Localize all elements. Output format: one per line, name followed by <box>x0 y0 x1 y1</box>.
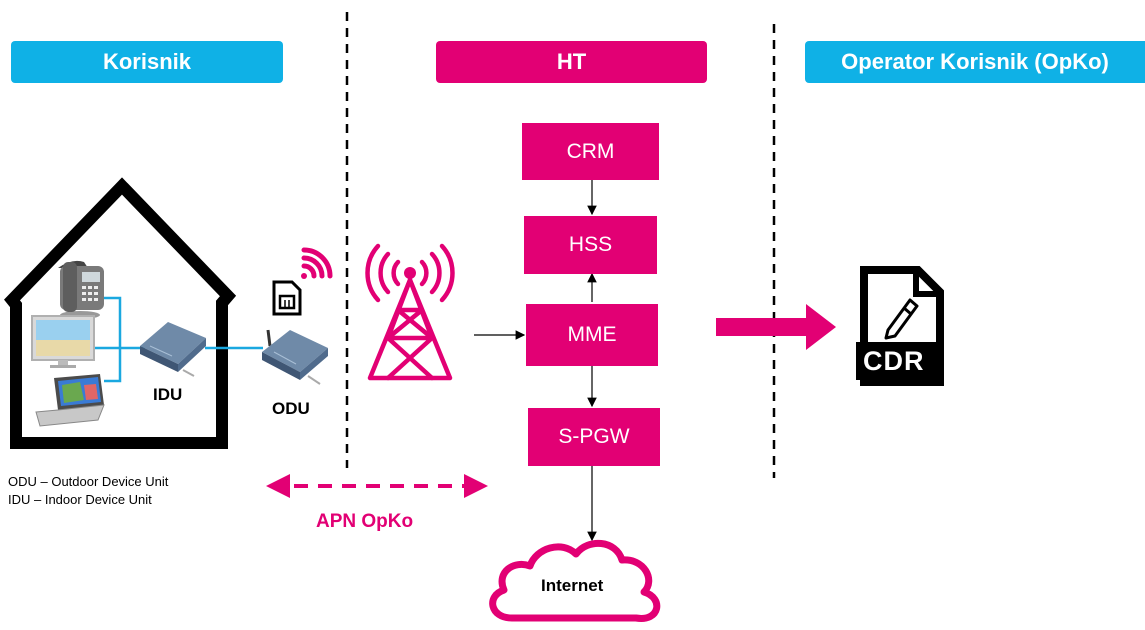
node-crm-label: CRM <box>566 139 615 163</box>
node-crm: CRM <box>522 123 659 180</box>
header-ht-label: HT <box>556 49 587 74</box>
node-mme: MME <box>526 304 658 366</box>
idu-label: IDU <box>153 385 183 404</box>
legend-odu: ODU – Outdoor Device Unit <box>8 474 169 489</box>
connection-lines <box>93 296 263 383</box>
connectors <box>474 180 597 542</box>
antenna-tower-icon <box>365 243 455 381</box>
header-ht: HT <box>436 41 707 83</box>
apn-label: APN OpKo <box>316 511 414 532</box>
laptop-icon <box>35 374 105 427</box>
node-hss-label: HSS <box>568 233 613 256</box>
node-spgw: S-PGW <box>528 408 660 466</box>
sim-card-icon <box>272 280 302 316</box>
odu-router-icon <box>262 329 328 385</box>
node-mme-label: MME <box>567 323 617 346</box>
internet-label: Internet <box>541 576 604 595</box>
header-korisnik-label: Korisnik <box>102 49 192 74</box>
odu-label: ODU <box>272 399 310 418</box>
monitor-icon <box>31 315 95 368</box>
node-hss: HSS <box>524 216 657 274</box>
cloud-icon <box>489 539 661 622</box>
node-spgw-label: S-PGW <box>558 425 630 448</box>
header-opko-label: Operator Korisnik (OpKo) <box>841 49 1109 74</box>
cdr-document-icon <box>856 266 944 386</box>
arrow-right-icon <box>716 304 836 350</box>
wifi-signal-icon <box>301 247 333 279</box>
idu-router-icon <box>140 322 206 377</box>
cdr-label: CDR <box>863 346 925 376</box>
telephone-icon <box>58 260 104 319</box>
header-opko: Operator Korisnik (OpKo) <box>805 41 1145 83</box>
legend-idu: IDU – Indoor Device Unit <box>8 492 152 507</box>
header-korisnik: Korisnik <box>11 41 283 83</box>
